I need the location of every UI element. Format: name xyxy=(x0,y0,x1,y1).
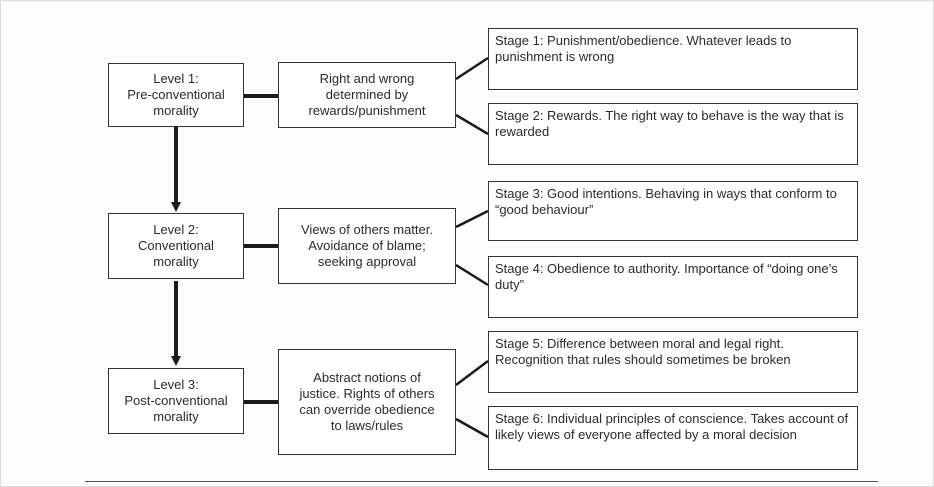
connector-desc3-stage6 xyxy=(455,417,489,439)
level-1-suffix: morality xyxy=(153,103,199,118)
stage-2-box: Stage 2: Rewards. The right way to behav… xyxy=(488,103,858,165)
connector-desc1-stage1 xyxy=(455,56,489,81)
level-3-box: Level 3: Post-conventional morality xyxy=(108,368,244,434)
stage-3-box: Stage 3: Good intentions. Behaving in wa… xyxy=(488,181,858,241)
stage-4-box: Stage 4: Obedience to authority. Importa… xyxy=(488,256,858,318)
bottom-rule xyxy=(85,481,878,482)
description-1-box: Right and wrong determined by rewards/pu… xyxy=(278,62,456,128)
description-3-box: Abstract notions of justice. Rights of o… xyxy=(278,349,456,455)
level-2-name: Conventional xyxy=(138,238,214,253)
level-1-box: Level 1: Pre-conventional morality xyxy=(108,63,244,127)
level-1-title: Level 1: xyxy=(153,71,199,86)
description-2-box: Views of others matter. Avoidance of bla… xyxy=(278,208,456,284)
level-2-suffix: morality xyxy=(153,254,199,269)
stage-6-text: Stage 6: Individual principles of consci… xyxy=(495,411,849,442)
stage-3-text: Stage 3: Good intentions. Behaving in wa… xyxy=(495,186,837,217)
description-3-text: Abstract notions of justice. Rights of o… xyxy=(299,370,435,433)
stage-1-box: Stage 1: Punishment/obedience. Whatever … xyxy=(488,28,858,90)
level-3-name: Post-conventional xyxy=(124,393,228,408)
description-2-text: Views of others matter. Avoidance of bla… xyxy=(301,222,433,269)
level-3-suffix: morality xyxy=(153,409,199,424)
stage-4-text: Stage 4: Obedience to authority. Importa… xyxy=(495,261,838,292)
level-2-title: Level 2: xyxy=(153,222,199,237)
level-1-name: Pre-conventional xyxy=(127,87,225,102)
connector-desc2-stage4 xyxy=(455,263,489,287)
stage-5-text: Stage 5: Difference between moral and le… xyxy=(495,336,791,367)
stage-1-text: Stage 1: Punishment/obedience. Whatever … xyxy=(495,33,792,64)
connector-desc3-stage5 xyxy=(455,360,489,386)
connector-desc2-stage3 xyxy=(455,209,489,229)
connector-desc1-stage2 xyxy=(455,113,489,136)
description-1-text: Right and wrong determined by rewards/pu… xyxy=(308,71,426,118)
level-3-title: Level 3: xyxy=(153,377,199,392)
level-2-box: Level 2: Conventional morality xyxy=(108,213,244,279)
stage-2-text: Stage 2: Rewards. The right way to behav… xyxy=(495,108,844,139)
stage-5-box: Stage 5: Difference between moral and le… xyxy=(488,331,858,393)
stage-6-box: Stage 6: Individual principles of consci… xyxy=(488,406,858,470)
